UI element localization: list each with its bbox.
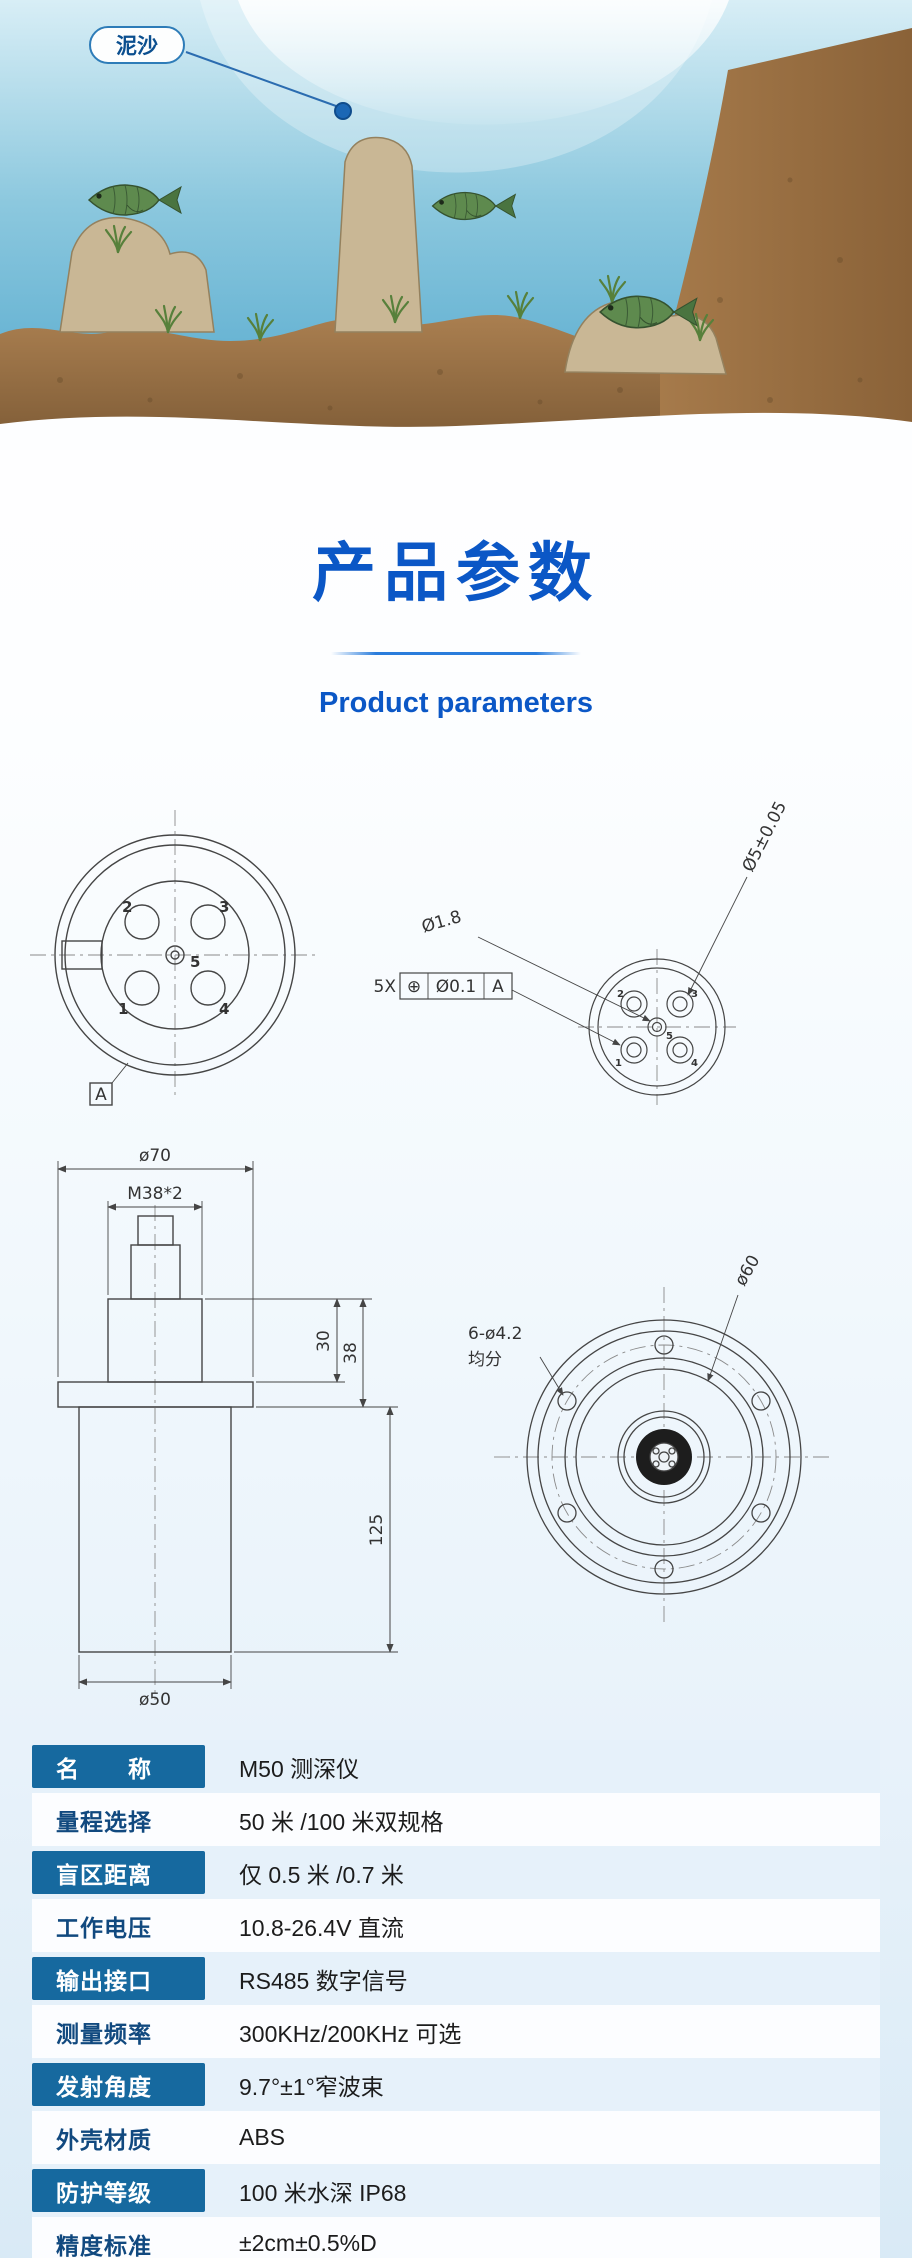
table-row: 测量频率 300KHz/200KHz 可选 bbox=[32, 2005, 880, 2058]
table-row: 防护等级 100 米水深 IP68 bbox=[32, 2164, 880, 2217]
spec-label: 精度标准 bbox=[56, 2232, 152, 2258]
table-row: 精度标准 ±2cm±0.5%D bbox=[32, 2217, 880, 2258]
drawing-top-view: ø60 6-ø4.2 均分 bbox=[468, 1252, 834, 1627]
wave-fade bbox=[0, 412, 912, 450]
table-row: 输出接口 RS485 数字信号 bbox=[32, 1952, 880, 2005]
sediment-callout: 泥沙 bbox=[89, 26, 185, 64]
spec-value: 50 米 /100 米双规格 bbox=[239, 1808, 444, 1835]
table-row: 名 称 M50 测深仪 bbox=[32, 1740, 880, 1793]
dim-38: 38 bbox=[341, 1342, 361, 1364]
spec-value: ABS bbox=[239, 2124, 286, 2150]
spec-value: M50 测深仪 bbox=[239, 1755, 360, 1782]
hero-illustration: 泥沙 bbox=[0, 0, 912, 450]
pin-number: 2 bbox=[122, 898, 132, 916]
dim-pin-diameter: Ø1.8 bbox=[419, 907, 463, 937]
dim-30: 30 bbox=[314, 1330, 334, 1352]
spec-value: 9.7°±1°窄波束 bbox=[239, 2073, 384, 2100]
rocks bbox=[59, 136, 727, 375]
drawing-connector-dims: 2 3 1 4 5 Ø5±0.05 Ø1.8 5X ⊕ Ø0.1 A bbox=[374, 798, 791, 1105]
underwater-scene bbox=[0, 0, 912, 450]
technical-drawings: 2 3 1 4 5 A bbox=[0, 765, 912, 1740]
spec-table: 名 称 M50 测深仪 量程选择 50 米 /100 米双规格 盲区距离 仅 0… bbox=[32, 1740, 880, 2258]
dim-pin-circle-diameter: Ø5±0.05 bbox=[739, 798, 791, 875]
drawing-side-view: ø70 M38*2 30 38 125 bbox=[57, 1146, 398, 1710]
spec-label: 防护等级 bbox=[32, 2169, 205, 2212]
fcf-position-symbol: ⊕ bbox=[407, 977, 421, 997]
section-title-block: 产品参数 Product parameters bbox=[0, 450, 912, 765]
fcf-count: 5X bbox=[374, 977, 397, 997]
table-row: 盲区距离 仅 0.5 米 /0.7 米 bbox=[32, 1846, 880, 1899]
spec-value: 10.8-26.4V 直流 bbox=[239, 1914, 404, 1941]
drawing-connector-front: 2 3 1 4 5 A bbox=[30, 810, 320, 1106]
dim-bolt-holes: 6-ø4.2 bbox=[468, 1324, 522, 1344]
page-subtitle: Product parameters bbox=[319, 687, 593, 719]
pin-number: 4 bbox=[219, 1000, 229, 1018]
spec-label: 发射角度 bbox=[32, 2063, 205, 2106]
table-row: 工作电压 10.8-26.4V 直流 bbox=[32, 1899, 880, 1952]
fcf-datum: A bbox=[492, 977, 504, 997]
dim-body-diameter: ø50 bbox=[139, 1690, 171, 1710]
table-row: 外壳材质 ABS bbox=[32, 2111, 880, 2164]
spec-label: 外壳材质 bbox=[56, 2126, 152, 2153]
spec-value: RS485 数字信号 bbox=[239, 1967, 408, 1994]
fcf-tolerance: Ø0.1 bbox=[436, 977, 476, 997]
soil-speckles bbox=[57, 177, 863, 411]
dim-125: 125 bbox=[367, 1514, 387, 1546]
dim-circle-diameter: ø60 bbox=[731, 1252, 764, 1290]
spec-value: 仅 0.5 米 /0.7 米 bbox=[239, 1861, 404, 1888]
pin-number: 3 bbox=[219, 898, 229, 916]
sediment-label-text: 泥沙 bbox=[116, 35, 158, 58]
callout-leader-line bbox=[185, 51, 337, 107]
pin-number: 5 bbox=[190, 953, 200, 971]
seabed bbox=[0, 314, 660, 450]
spec-value: 300KHz/200KHz 可选 bbox=[239, 2020, 462, 2047]
sonar-beam-icon bbox=[238, 0, 729, 125]
spec-label: 输出接口 bbox=[32, 1957, 205, 2000]
spec-label: 名 称 bbox=[32, 1745, 205, 1788]
spec-label: 量程选择 bbox=[56, 1808, 152, 1835]
spec-value: ±2cm±0.5%D bbox=[239, 2230, 377, 2256]
pin-number: 1 bbox=[615, 1058, 622, 1069]
pin-number: 5 bbox=[666, 1031, 673, 1042]
dim-flange-diameter: ø70 bbox=[139, 1146, 171, 1166]
pin-number: 1 bbox=[118, 1000, 128, 1018]
pin-number: 4 bbox=[691, 1058, 698, 1069]
pin-number: 2 bbox=[617, 989, 624, 1000]
spec-label: 工作电压 bbox=[56, 1914, 152, 1941]
spec-value: 100 米水深 IP68 bbox=[239, 2179, 407, 2206]
page-title: 产品参数 bbox=[312, 537, 600, 609]
sediment-dot bbox=[334, 102, 352, 120]
datum-flag: A bbox=[95, 1085, 107, 1105]
dim-bolt-holes-note: 均分 bbox=[468, 1350, 502, 1370]
pin-number: 3 bbox=[691, 989, 698, 1000]
title-divider bbox=[331, 652, 581, 655]
table-row: 发射角度 9.7°±1°窄波束 bbox=[32, 2058, 880, 2111]
spec-label: 盲区距离 bbox=[32, 1851, 205, 1894]
table-row: 量程选择 50 米 /100 米双规格 bbox=[32, 1793, 880, 1846]
spec-label: 测量频率 bbox=[56, 2020, 152, 2047]
dim-thread: M38*2 bbox=[127, 1184, 183, 1204]
